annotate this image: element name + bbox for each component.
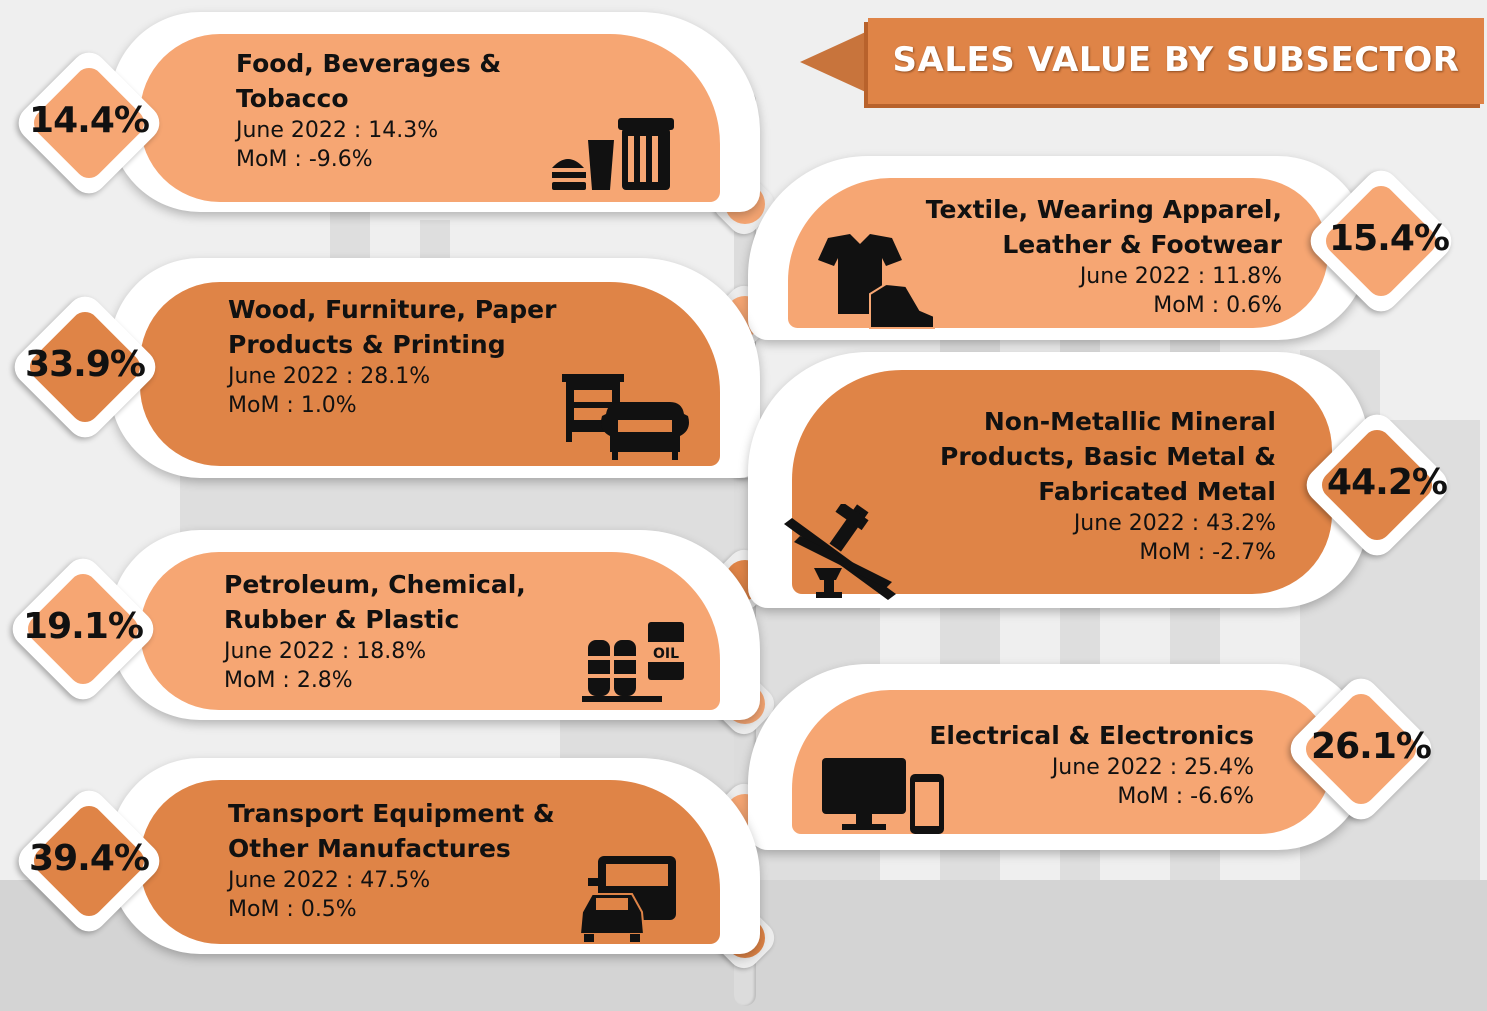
subsector-text: Petroleum, Chemical, Rubber & Plastic Ju… [224,567,564,695]
subsector-name: Non-Metallic Mineral Products, Basic Met… [940,407,1276,506]
mom-value: MoM : -6.6% [1117,784,1254,809]
june-value: June 2022 : 11.8% [1079,264,1282,289]
share-value: 15.4% [1329,218,1450,259]
mom-value: MoM : -2.7% [1139,540,1276,565]
mom-value: MoM : 0.6% [1153,293,1282,318]
subsector-name: Transport Equipment & Other Manufactures [228,799,555,863]
june-value: June 2022 : 14.3% [236,118,439,143]
mom-value: MoM : 2.8% [224,668,353,693]
subsector-text: Transport Equipment & Other Manufactures… [228,796,568,924]
share-value: 33.9% [25,344,146,385]
title-banner-notch [800,30,870,94]
june-value: June 2022 : 43.2% [1073,511,1276,536]
mom-value: MoM : 0.5% [228,897,357,922]
subsector-text: Non-Metallic Mineral Products, Basic Met… [916,404,1276,567]
subsector-name: Petroleum, Chemical, Rubber & Plastic [224,570,526,634]
june-value: June 2022 : 47.5% [228,868,431,893]
share-value: 19.1% [23,606,144,647]
metal-tools-icon [784,504,896,600]
share-value: 26.1% [1311,726,1432,767]
share-value: 39.4% [29,838,150,879]
subsector-name: Textile, Wearing Apparel, Leather & Foot… [925,195,1282,259]
food-beverage-icon [552,118,674,190]
oil-label: OIL [653,646,679,662]
subsector-name: Food, Beverages & Tobacco [236,49,502,113]
subsector-text: Food, Beverages & Tobacco June 2022 : 14… [236,46,576,174]
page-title: SALES VALUE BY SUBSECTOR [892,40,1460,80]
shirt-shoe-icon [818,234,935,329]
subsector-name: Electrical & Electronics [929,721,1254,750]
june-value: June 2022 : 18.8% [224,639,427,664]
subsector-text: Wood, Furniture, Paper Products & Printi… [228,292,568,420]
subsector-text: Electrical & Electronics June 2022 : 25.… [900,718,1254,811]
june-value: June 2022 : 25.4% [1051,755,1254,780]
vehicles-icon [578,856,676,942]
mom-value: MoM : -9.6% [236,147,373,172]
subsector-text: Textile, Wearing Apparel, Leather & Foot… [880,192,1282,320]
title-banner [868,18,1484,104]
mom-value: MoM : 1.0% [228,393,357,418]
share-value: 14.4% [29,100,150,141]
oil-tank-icon: OIL [582,622,684,702]
subsector-name: Wood, Furniture, Paper Products & Printi… [228,295,557,359]
monitor-phone-icon [822,758,944,834]
june-value: June 2022 : 28.1% [228,364,431,389]
furniture-icon [562,374,689,460]
share-value: 44.2% [1327,462,1448,503]
